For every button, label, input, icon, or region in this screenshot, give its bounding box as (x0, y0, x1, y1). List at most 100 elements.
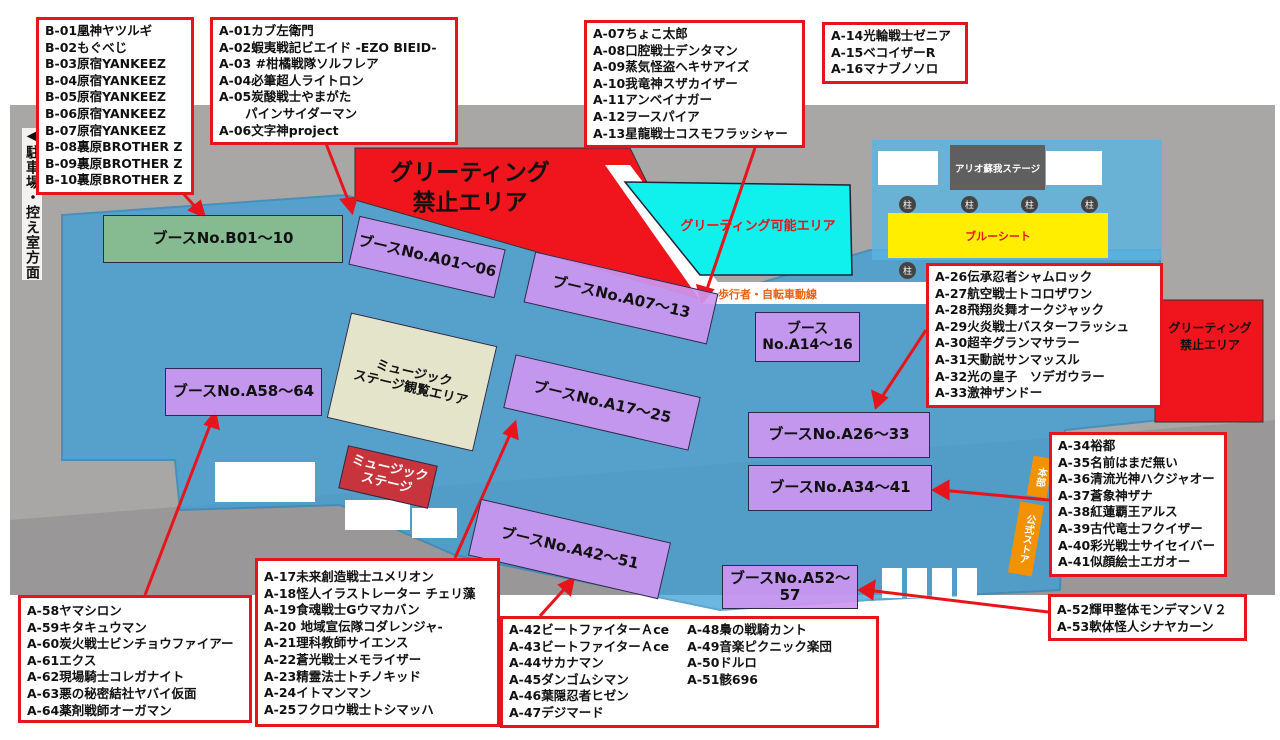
exhibitor-entry: A-36清流光神ハクジャオー (1058, 471, 1215, 487)
exhibitor-entry: A-23精霊法士トチノキッド (264, 668, 421, 684)
ario-stage: アリオ蘇我ステージ (950, 145, 1045, 190)
walkway (700, 282, 930, 304)
exhibitor-entry: A-35名前はまだ無い (1058, 454, 1178, 470)
exhibitor-entry: A-17未来創造戦士ユメリオン (264, 569, 434, 584)
pillar-icon: 柱 (899, 196, 916, 213)
exhibitor-entry: A-15ベコイザーR (831, 44, 936, 60)
exhibitor-entry: A-16マナブノソロ (831, 61, 939, 77)
exhibitor-entry: A-11アンベイナガー (593, 92, 713, 108)
exhibitor-entry: A-03 #柑橘戦隊ソルフレア (219, 56, 379, 72)
exhibitor-entry: A-40彩光戦士サイセイバー (1058, 537, 1216, 553)
exhibitor-entry: A-19食魂戦士Gウマカバン (264, 602, 420, 618)
exhibitor-entry: B-04原宿YANKEEZ (45, 72, 166, 88)
pillar-icon: 柱 (899, 262, 916, 279)
exhibitor-entry: A-52輝甲整体モンデマンＶ２ (1057, 602, 1227, 617)
exhibitor-entry: A-46葉隠忍者ヒゼン (509, 688, 629, 704)
pillar-icon: 柱 (1081, 196, 1098, 213)
booth-b01-10[interactable]: ブースNo.B01～10 (103, 215, 343, 263)
exhibitor-entry: A-59キタキュウマン (27, 619, 147, 635)
exhibitor-entry: B-07原宿YANKEEZ (45, 122, 166, 138)
exhibitor-entry: A-25フクロウ戦士トシマッハ (264, 701, 434, 717)
booth-a14-16[interactable]: ブース No.A14～16 (755, 312, 860, 362)
pillar-icon: 柱 (1021, 196, 1038, 213)
right-area (1154, 299, 1264, 423)
exhibitor-entry: B-03原宿YANKEEZ (45, 56, 166, 72)
exhibitor-entry: A-12ヲースパイア (593, 108, 700, 124)
exhibitor-entry: A-06文字神project (219, 122, 339, 138)
exhibitor-entry: A-64薬剤戦師オーガマン (27, 702, 172, 718)
exhibitor-entry: A-42ビートファイターＡce (509, 622, 670, 637)
exhibitor-entry: A-32光の皇子 ソデガウラー (935, 368, 1105, 384)
exhibitor-entry: A-61エクス (27, 652, 97, 668)
walkway-strip (605, 165, 720, 300)
exhibitor-entry: A-53軟体怪人シナヤカーン (1057, 618, 1214, 634)
exhibitor-entry: A-43ビートファイターＡce (509, 638, 670, 654)
no-greeting-right-label: グリーティング 禁止エリア (1168, 321, 1252, 352)
exhibitor-entry: B-05原宿YANKEEZ (45, 89, 166, 105)
exhibitor-entry: A-37蒼象神ザナ (1058, 487, 1153, 503)
exhibitor-entry: A-26伝承忍者シャムロック (935, 269, 1093, 284)
no-greeting-area-label: グリーティング 禁止エリア (390, 160, 550, 216)
exhibitor-entry: B-10裏原BROTHER Z (45, 172, 183, 188)
exhibitor-entry: A-01カブ左衛門 (219, 23, 314, 38)
exhibitor-entry: A-38紅蓮覇王アルス (1058, 504, 1178, 520)
exhibitor-entry: A-10我竜神スザカイザー (593, 75, 738, 91)
exhibitor-entry: A-05炭酸戦士やまがた (219, 89, 352, 105)
exhibitor-entry: A-44サカナマン (509, 655, 604, 671)
exhibitor-entry: A-13星龍戦士コスモフラッシャー (593, 125, 788, 141)
booth-a26-33[interactable]: ブースNo.A26～33 (748, 412, 930, 458)
exhibitor-entry: B-06原宿YANKEEZ (45, 105, 166, 121)
exhibitor-entry: B-08裏原BROTHER Z (45, 139, 183, 155)
greeting-ok-area (623, 181, 853, 276)
exhibitor-entry: A-50ドルロ (687, 655, 757, 671)
exhibitor-entry: A-41似顔絵士エガオー (1058, 554, 1191, 570)
exhibitor-entry: A-31天動説サンマッスル (935, 351, 1080, 367)
exhibitor-entry: A-18怪人イラストレーター チェリ藻 (264, 585, 476, 601)
exhibitor-entry: A-27航空戦士トコロザワン (935, 285, 1093, 301)
exhibitor-entry: A-14光輪戦士ゼニア (831, 28, 951, 43)
exhibitor-entry: A-20 地域宣伝隊コダレンジャ- (264, 618, 443, 634)
exhibitor-entry: A-30超辛グランマサラー (935, 335, 1080, 351)
exhibitor-entry: A-48梟の戦騎カント (687, 622, 807, 637)
booth-a58-64[interactable]: ブースNo.A58～64 (165, 368, 322, 416)
exhibitor-entry: B-01凰神ヤツルギ (45, 23, 153, 38)
exhibitor-entry: A-21理科教師サイエンス (264, 635, 409, 651)
exhibitor-entry: A-02蝦夷戦記ビエイド -EZO BIEID- (219, 39, 437, 55)
exhibitor-entry: A-07ちょこ太郎 (593, 26, 688, 41)
exhibitor-entry: B-09裏原BROTHER Z (45, 155, 183, 171)
pillar-icon: 柱 (961, 196, 978, 213)
booth-a52-57[interactable]: ブースNo.A52～57 (722, 565, 858, 609)
stage-side-left (878, 151, 938, 185)
exhibitor-entry: A-08口腔戦士デンタマン (593, 42, 738, 58)
exhibitor-entry: A-58ヤマシロン (27, 603, 122, 618)
exhibitor-entry: A-63悪の秘密結社ヤバイ仮面 (27, 685, 197, 701)
exhibitor-entry: B-02もぐべじ (45, 39, 128, 55)
greeting-ok-area-label: グリーティング可能エリア (680, 219, 836, 234)
exhibitor-entry: A-39古代竜士フクイザー (1058, 520, 1203, 536)
exhibitor-entry: A-45ダンゴムシマン (509, 671, 629, 687)
exhibitor-entry: A-33激神ザンドー (935, 385, 1043, 401)
booth-a34-41[interactable]: ブースNo.A34～41 (748, 465, 932, 511)
exhibitor-entry: A-28飛翔炎舞オークジャック (935, 302, 1105, 318)
exhibitor-entry: A-22蒼光戦士メモライザー (264, 651, 422, 667)
exhibitor-entry: A-60炭火戦士ビンチョウファイアー (27, 636, 234, 652)
blue-sheet-area: ブルーシート (888, 213, 1108, 258)
exhibitor-entry: パインサイダーマン (219, 105, 358, 121)
exhibitor-entry: A-47デジマード (509, 704, 604, 720)
exhibitor-entry: A-09蒸気怪盗ヘキサアイズ (593, 59, 750, 75)
exhibitor-entry: A-24イトマンマン (264, 685, 372, 701)
exhibitor-entry: A-51骸696 (687, 671, 759, 687)
exhibitor-entry: A-62現場騎士コレガナイト (27, 669, 185, 685)
pointer-arrows (143, 140, 1050, 618)
exhibitor-entry: A-04必筆超人ライトロン (219, 72, 364, 88)
